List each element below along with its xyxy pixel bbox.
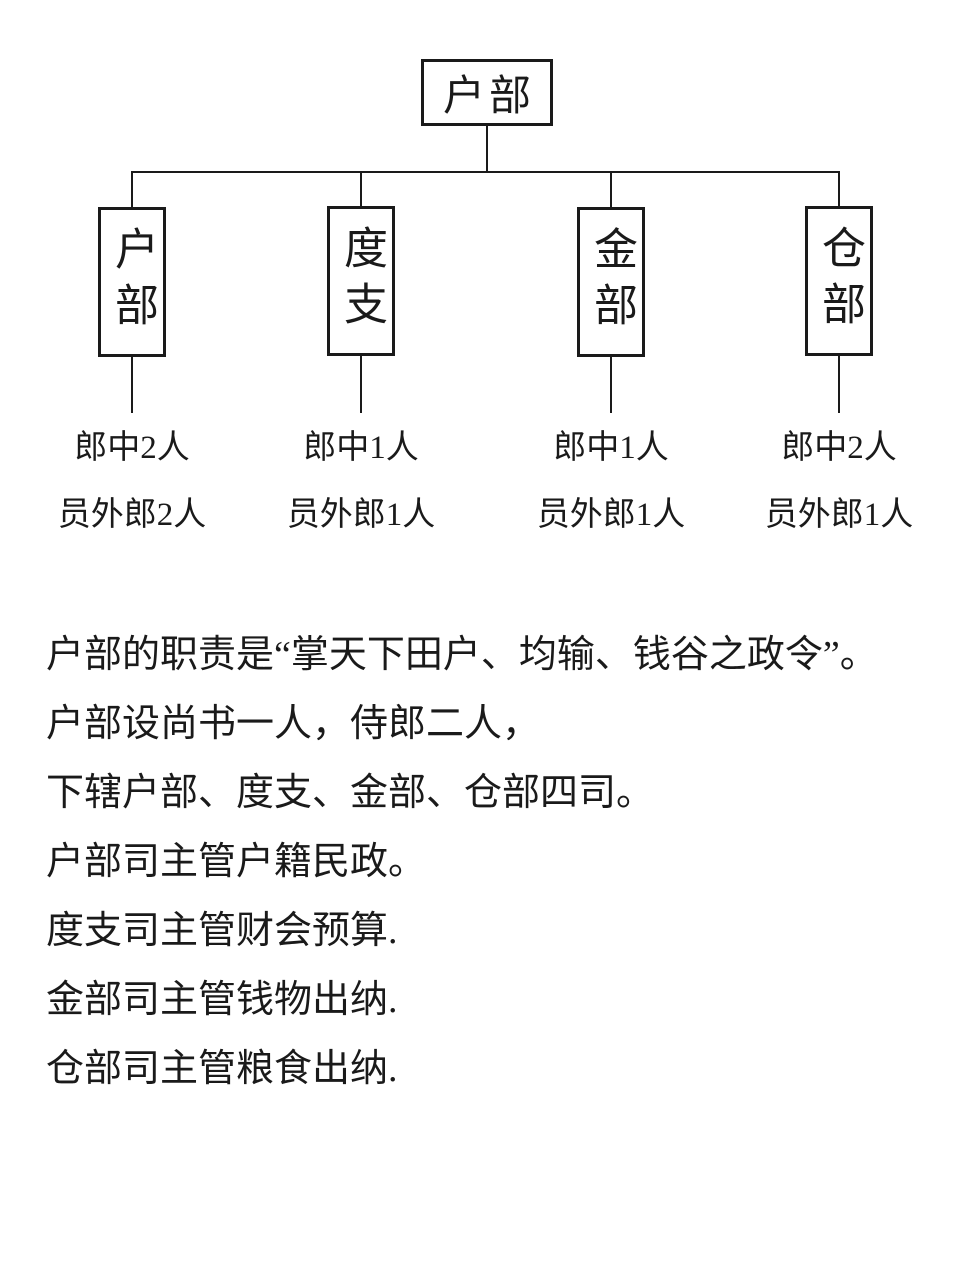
staff-langzhong-2: 郎中1人: [303, 430, 419, 466]
staff-yuanwailang-2: 员外郎1人: [286, 497, 436, 533]
org-chart: 户部 户部 度支 金部 仓部 郎中2人 郎中1人 郎中1人 郎中2人 员外郎2人…: [0, 0, 960, 570]
staff-yuanwailang-1: 员外郎2人: [57, 497, 207, 533]
org-box-hubu-si-label: 户部: [108, 226, 157, 338]
org-box-cangbu-si: 仓部: [805, 206, 873, 356]
connector-lines: [131, 126, 840, 413]
org-box-jinbu-si: 金部: [577, 207, 645, 357]
description-line-7: 仓部司主管粮食出纳.: [46, 1048, 398, 1090]
description-line-5: 度支司主管财会预算.: [46, 910, 398, 952]
staff-langzhong-1: 郎中2人: [74, 430, 190, 466]
staff-langzhong-3: 郎中1人: [553, 430, 669, 466]
description-line-3: 下辖户部、度支、金部、仓部四司。: [46, 772, 655, 814]
org-box-duzhi-si-label: 度支: [337, 225, 386, 337]
org-box-cangbu-si-label: 仓部: [815, 225, 864, 337]
staff-langzhong-4: 郎中2人: [781, 430, 897, 466]
org-box-root-label: 户部: [442, 74, 535, 120]
org-box-hubu-si: 户部: [98, 207, 166, 357]
org-box-duzhi-si: 度支: [327, 206, 395, 356]
description-line-4: 户部司主管户籍民政。: [46, 841, 427, 883]
description-line-2: 户部设尚书一人，侍郎二人，: [46, 703, 541, 745]
org-box-root: 户部: [421, 59, 553, 126]
description: 户部的职责是“掌天下田户、均输、钱谷之政令”。 户部设尚书一人，侍郎二人， 下辖…: [46, 621, 946, 1104]
staff-yuanwailang-3: 员外郎1人: [536, 497, 686, 533]
staff-yuanwailang-4: 员外郎1人: [764, 497, 914, 533]
org-box-jinbu-si-label: 金部: [587, 226, 636, 338]
description-line-6: 金部司主管钱物出纳.: [46, 979, 398, 1021]
description-line-1: 户部的职责是“掌天下田户、均输、钱谷之政令”。: [46, 634, 878, 676]
